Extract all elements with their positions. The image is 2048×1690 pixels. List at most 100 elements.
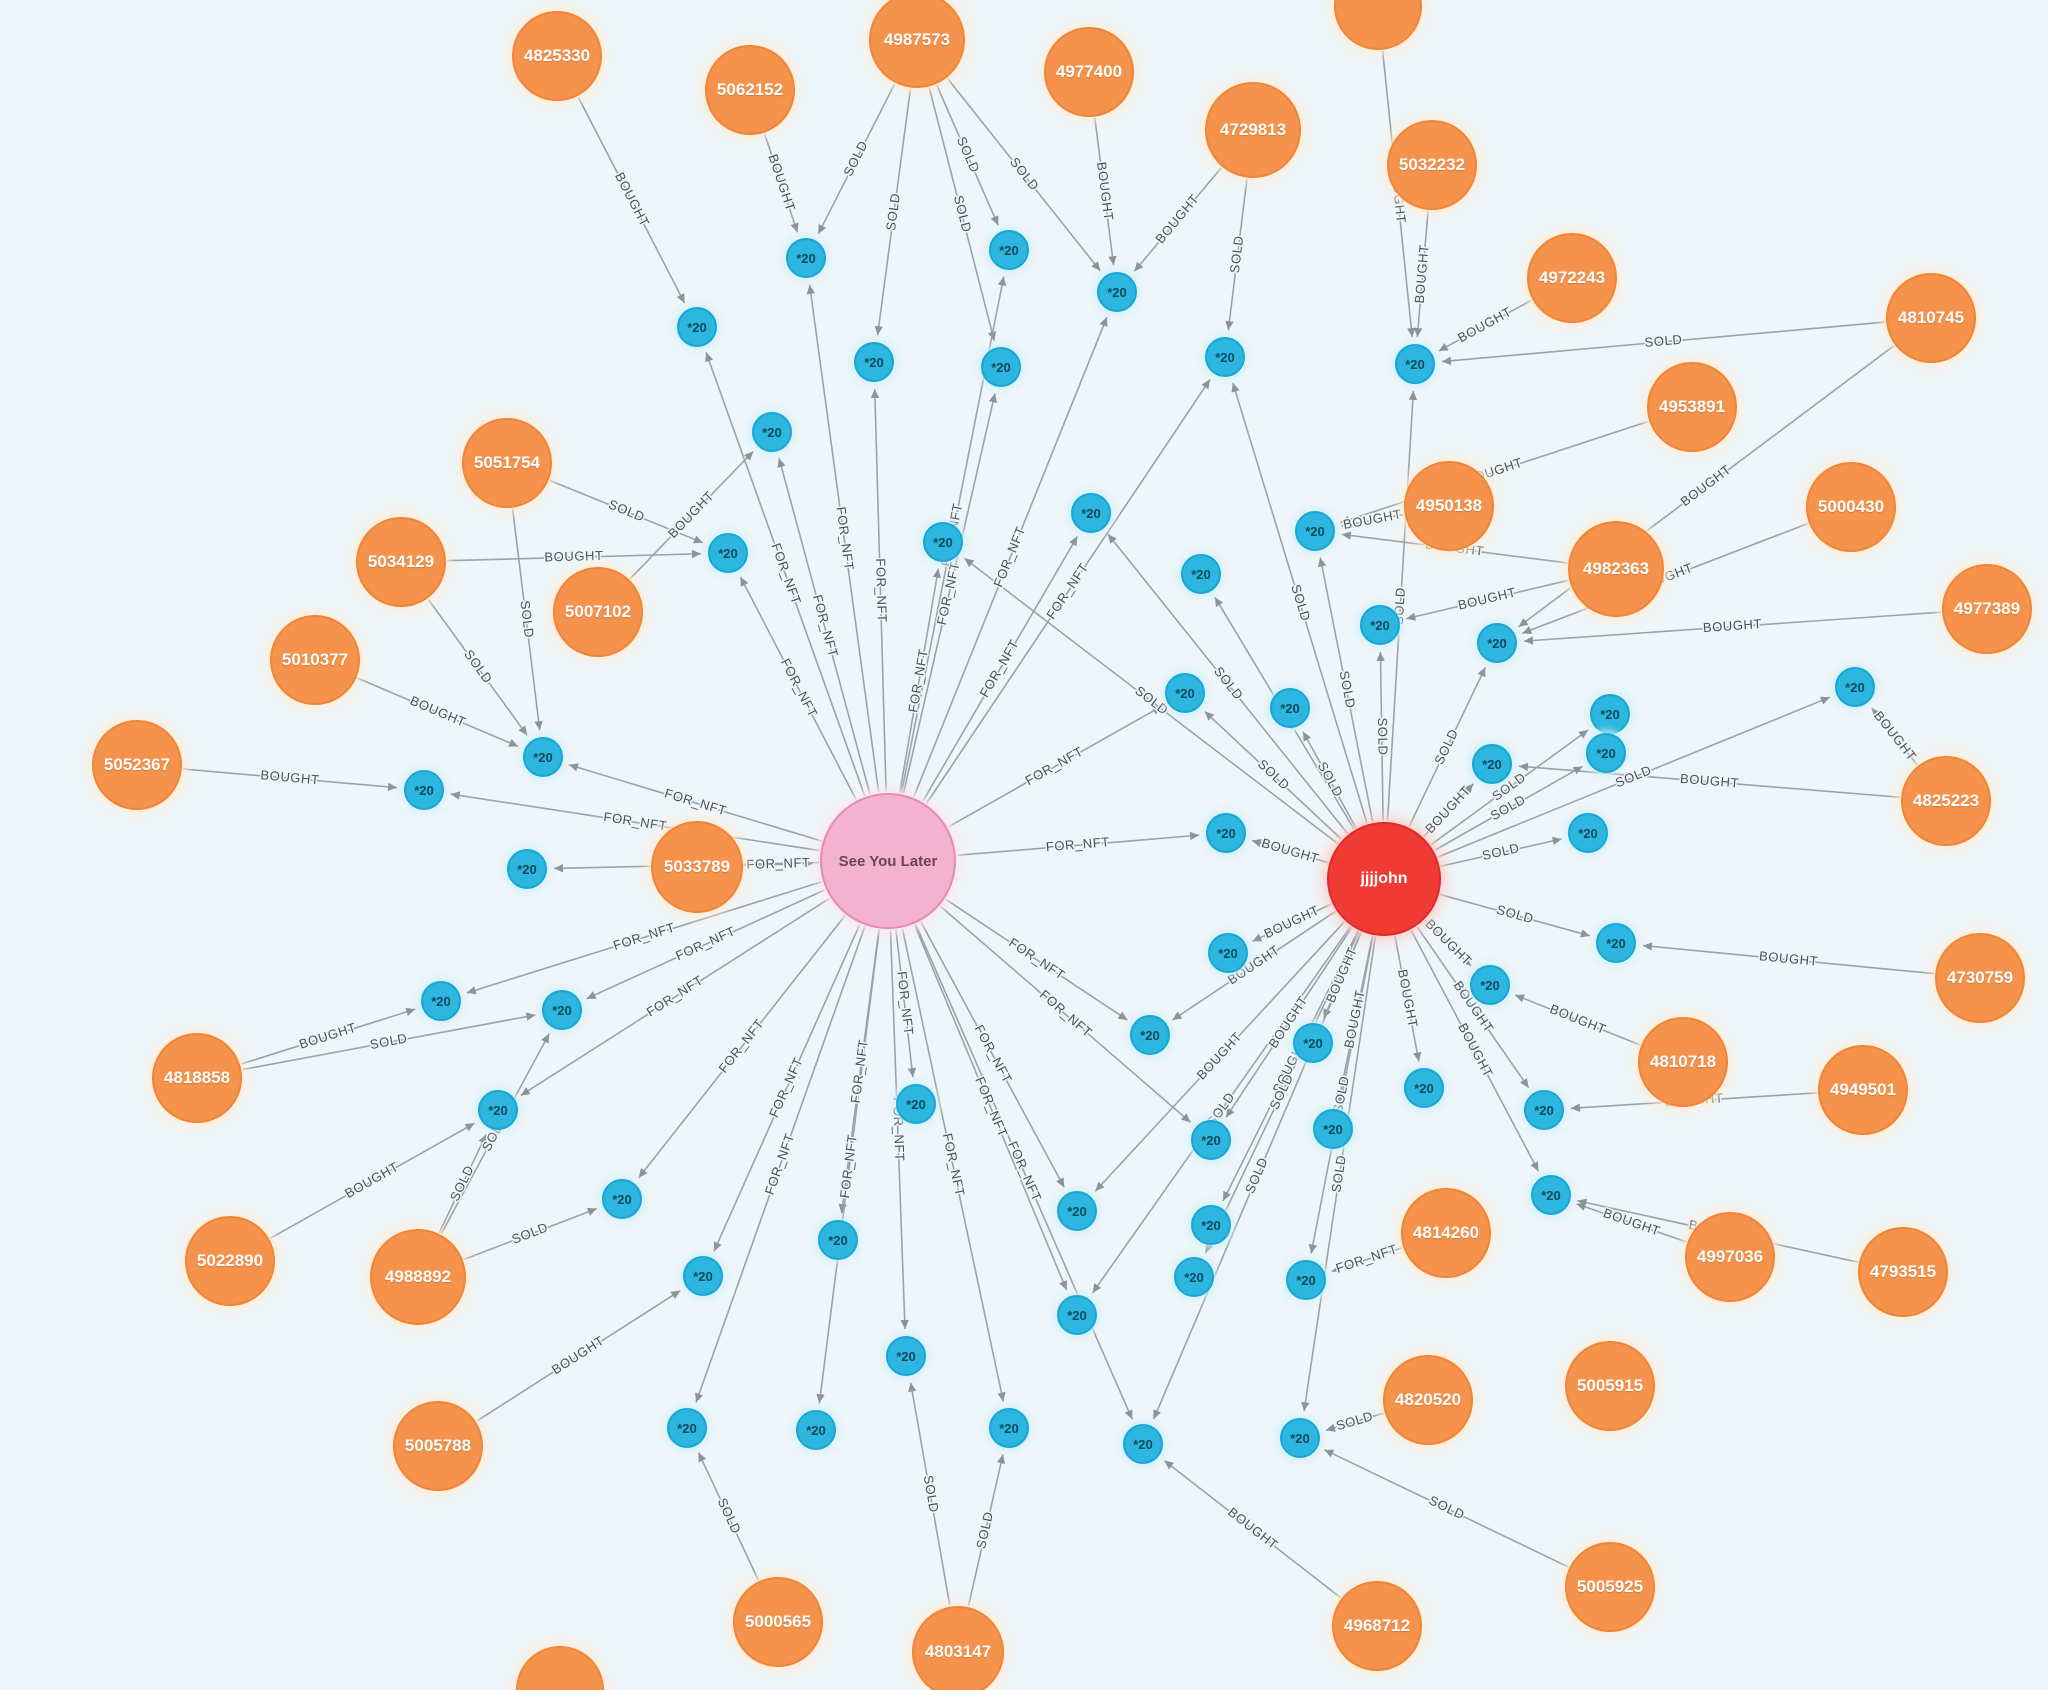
graph-node-t23[interactable]: *20 [523,737,563,777]
graph-node-n4729813[interactable]: 4729813 [1205,82,1301,178]
graph-node-t05[interactable]: *20 [1097,272,1137,312]
graph-node-t02[interactable]: *20 [677,307,717,347]
graph-edge [1514,994,1641,1046]
graph-node-n4793515[interactable]: 4793515 [1858,1227,1948,1317]
graph-node-n5034129[interactable]: 5034129 [356,517,446,607]
graph-node-n5007102[interactable]: 5007102 [553,567,643,657]
graph-node-t25[interactable]: *20 [1206,813,1246,853]
graph-node-t43[interactable]: *20 [1531,1175,1571,1215]
graph-node-t55[interactable]: *20 [989,1408,1029,1448]
graph-node-t08[interactable]: *20 [1395,344,1435,384]
graph-node-n5051754[interactable]: 5051754 [462,418,552,508]
graph-node-t42[interactable]: *20 [1191,1205,1231,1245]
graph-node-n5052367[interactable]: 5052367 [92,720,182,810]
graph-node-t18[interactable]: *20 [1835,667,1875,707]
graph-node-t36[interactable]: *20 [478,1090,518,1130]
graph-node-t53[interactable]: *20 [1123,1424,1163,1464]
edge-label: FOR_NFT [833,506,857,572]
graph-node-t30[interactable]: *20 [1470,965,1510,1005]
edge-arrow-icon [1204,711,1215,721]
graph-node-n5032232[interactable]: 5032232 [1387,120,1477,210]
graph-node-n4982363[interactable]: 4982363 [1568,521,1664,617]
graph-node-n4810745[interactable]: 4810745 [1886,273,1976,363]
graph-node-t37[interactable]: *20 [1313,1109,1353,1149]
graph-node-t12[interactable]: *20 [1181,554,1221,594]
graph-node-n4997036[interactable]: 4997036 [1685,1212,1775,1302]
graph-node-n4953891[interactable]: 4953891 [1647,362,1737,452]
graph-node-n4988892[interactable]: 4988892 [370,1229,466,1325]
graph-node-t34[interactable]: *20 [1293,1023,1333,1063]
graph-node-n4803147[interactable]: 4803147 [912,1606,1004,1690]
graph-node-t20[interactable]: *20 [1270,688,1310,728]
graph-node-t45[interactable]: *20 [818,1220,858,1260]
graph-edge [1319,557,1374,823]
graph-node-t26[interactable]: *20 [1568,813,1608,853]
graph-node-n4730759[interactable]: 4730759 [1935,933,2025,1023]
graph-node-t35[interactable]: *20 [1404,1068,1444,1108]
graph-node-t13[interactable]: *20 [923,522,963,562]
graph-node-t33[interactable]: *20 [1130,1015,1170,1055]
graph-node-n5033789[interactable]: 5033789 [651,821,743,913]
graph-node-n4820520[interactable]: 4820520 [1383,1355,1473,1445]
graph-node-jjjjohn[interactable]: jjjjohn [1327,822,1441,936]
graph-node-t16[interactable]: *20 [1477,623,1517,663]
graph-node-t29[interactable]: *20 [1596,923,1636,963]
graph-node-n4950138[interactable]: 4950138 [1404,461,1494,551]
graph-node-t10[interactable]: *20 [1071,493,1111,533]
graph-node-t48[interactable]: *20 [683,1256,723,1296]
graph-node-n4810718[interactable]: 4810718 [1638,1017,1728,1107]
graph-node-t04[interactable]: *20 [989,230,1029,270]
graph-node-t40[interactable]: *20 [896,1084,936,1124]
graph-node-t31[interactable]: *20 [421,981,461,1021]
graph-node-see-you-later[interactable]: See You Later [820,793,956,929]
graph-node-n4977389[interactable]: 4977389 [1942,564,2032,654]
graph-node-t32[interactable]: *20 [542,990,582,1030]
graph-node-n4814260[interactable]: 4814260 [1401,1188,1491,1278]
graph-node-t03[interactable]: *20 [854,342,894,382]
graph-node-n5010377[interactable]: 5010377 [270,615,360,705]
graph-node-t15[interactable]: *20 [1360,605,1400,645]
graph-node-t06[interactable]: *20 [981,347,1021,387]
graph-node-t54[interactable]: *20 [667,1408,707,1448]
graph-node-n4825330[interactable]: 4825330 [512,11,602,101]
graph-node-t46[interactable]: *20 [1174,1257,1214,1297]
graph-node-t09[interactable]: *20 [752,412,792,452]
graph-node-n5005788[interactable]: 5005788 [393,1401,483,1491]
graph-node-t38[interactable]: *20 [1524,1090,1564,1130]
graph-node-t14[interactable]: *20 [708,533,748,573]
graph-node-t07[interactable]: *20 [1205,337,1245,377]
graph-node-n5005915[interactable]: 5005915 [1565,1341,1655,1431]
graph-node-t17[interactable]: *20 [1590,694,1630,734]
graph-node-n5000430[interactable]: 5000430 [1806,462,1896,552]
graph-edge [920,921,1065,1188]
graph-node-n4968712[interactable]: 4968712 [1332,1581,1422,1671]
graph-node-t22[interactable]: *20 [1472,744,1512,784]
graph-node-t49[interactable]: *20 [1057,1295,1097,1335]
graph-node-label: 5000430 [1817,497,1885,516]
graph-node-n5062152[interactable]: 5062152 [705,45,795,135]
graph-node-t39[interactable]: *20 [1191,1120,1231,1160]
graph-node-t27[interactable]: *20 [507,849,547,889]
edge-arrow-icon [1580,929,1590,938]
graph-node-n4972243[interactable]: 4972243 [1527,233,1617,323]
graph-node-t11[interactable]: *20 [1295,511,1335,551]
graph-node-t51[interactable]: *20 [1280,1418,1320,1458]
graph-node-t19[interactable]: *20 [1165,673,1205,713]
graph-node-n4825223[interactable]: 4825223 [1901,756,1991,846]
graph-node-t52[interactable]: *20 [796,1410,836,1450]
graph-node-t28[interactable]: *20 [1208,933,1248,973]
graph-node-n4818858[interactable]: 4818858 [152,1033,242,1123]
graph-node-t01[interactable]: *20 [786,238,826,278]
graph-node-t24[interactable]: *20 [404,770,444,810]
graph-node-t47[interactable]: *20 [1286,1260,1326,1300]
graph-node-n5022890[interactable]: 5022890 [185,1216,275,1306]
graph-node-n5005925[interactable]: 5005925 [1565,1542,1655,1632]
graph-node-n4949501[interactable]: 4949501 [1818,1045,1908,1135]
graph-node-n4977400[interactable]: 4977400 [1044,27,1134,117]
graph-node-t21[interactable]: *20 [1586,733,1626,773]
graph-node-t41[interactable]: *20 [602,1179,642,1219]
graph-node-t44[interactable]: *20 [1057,1191,1097,1231]
graph-node-t50[interactable]: *20 [886,1336,926,1376]
graph-node-n5000565[interactable]: 5000565 [733,1577,823,1667]
